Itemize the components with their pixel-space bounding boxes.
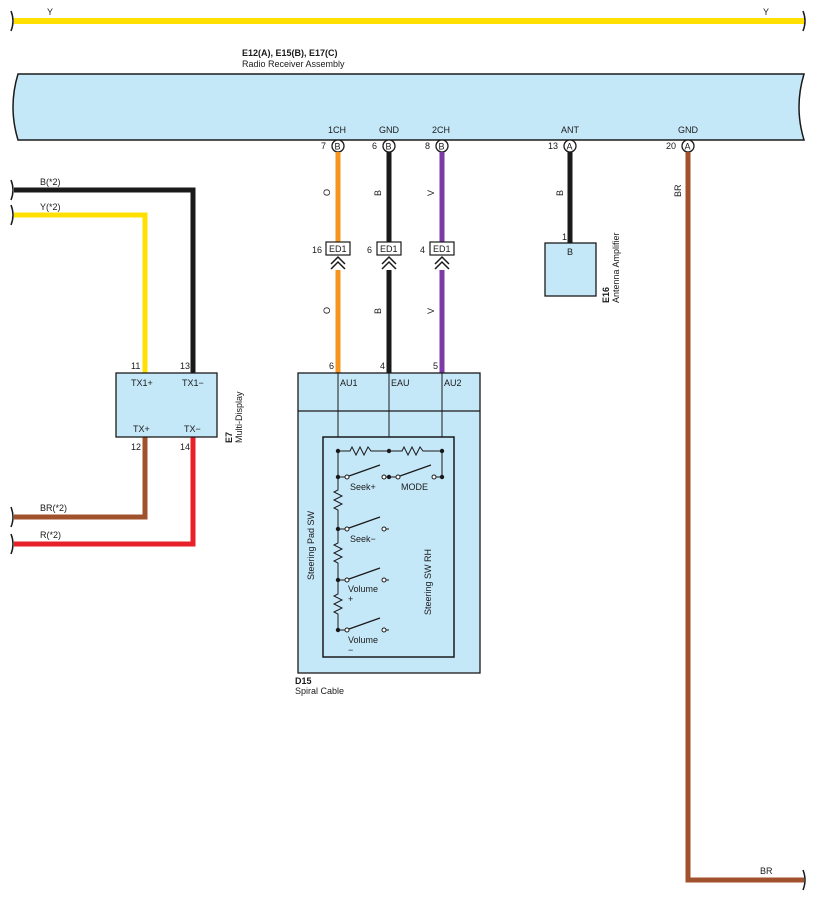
pin-label: GND [678,125,699,135]
md-code: E7 [224,432,234,443]
junction-name: ED1 [380,244,398,254]
junction-ed1-1ch: 16 ED1 [312,241,351,270]
junction-name: ED1 [329,244,347,254]
switch-volume-plus-sign: + [348,594,353,604]
pin-connector: B [439,142,445,152]
spiral-code: D15 [295,676,312,686]
pin-number: 20 [666,141,676,151]
junction-ed1-2ch: 4 ED1 [420,241,455,270]
pin-connector: B [386,142,392,152]
switch-volume-minus-label: Volume [348,635,378,645]
spiral-label-eau: EAU [391,378,410,388]
md-label-txm: TX− [184,424,201,434]
wire-color-ant: B [555,190,565,196]
pin-label: GND [379,125,400,135]
radio-pin-2ch: 2CH 8 B [425,125,450,153]
pin-connector: A [567,142,573,152]
spiral-label-au2: AU2 [444,378,462,388]
steering-pad-switch: Steering Pad SW Steering SW RH Seek+ MOD… [306,436,455,658]
pin-number: 8 [425,141,430,151]
md-label-tx1p: TX1+ [131,378,153,388]
wire-color-bottom-right: BR [760,866,773,876]
switch-volume-plus-label: Volume [348,584,378,594]
wire-color-gnd-lower: B [373,308,383,314]
pin-label: ANT [561,125,580,135]
radio-pin-ant: ANT 13 A [548,125,580,153]
spiral-name: Spiral Cable [295,686,344,696]
junction-pin-number: 4 [420,245,425,255]
steering-pad-label: Steering Pad SW [306,510,316,580]
radio-name-label: Radio Receiver Assembly [242,59,345,69]
switch-volume-minus-sign: − [348,645,353,655]
radio-connectors-label: E12(A), E15(B), E17(C) [242,48,338,58]
antenna-pin: 1 [562,232,567,242]
switch-seek-minus-label: Seek− [350,534,376,544]
antenna-amplifier: B 1 B E16 Antenna Amplifier [544,152,621,303]
antenna-name: Antenna Amplifier [611,232,621,303]
wire-color-2ch-lower: V [426,308,436,314]
switch-seek-plus-label: Seek+ [350,482,376,492]
wire-label-r2: R(*2) [40,530,61,540]
spiral-label-au1: AU1 [340,378,358,388]
spiral-pin-6: 6 [329,361,334,371]
pin-number: 6 [372,141,377,151]
spiral-pin-5: 5 [433,361,438,371]
steering-sw-rh-label: Steering SW RH [423,549,433,615]
left-wires: B(*2) Y(*2) BR(*2) R(*2) [10,177,196,555]
md-pin-11: 11 [131,361,140,371]
radio-pin-gnd20: GND 20 A [666,125,699,153]
antenna-code: E16 [601,287,611,303]
md-pin-13: 13 [180,361,190,371]
wire-label-y2: Y(*2) [40,202,61,212]
top-wire-label-left: Y [47,7,53,17]
wire-color-gnd-upper: B [373,190,383,196]
wire-gnd20-brown: BR BR [673,152,806,891]
spiral-pin-4: 4 [380,361,385,371]
wire-color-gnd20: BR [673,184,683,197]
wire-color-1ch-upper: O [322,189,332,196]
md-label-tx1m: TX1− [182,378,204,388]
top-yellow-wire: Y Y [10,7,806,32]
junction-pin-number: 16 [312,245,322,255]
junction-pin-number: 6 [367,245,372,255]
junction-ed1-gnd: 6 ED1 [367,241,402,270]
wire-label-b2: B(*2) [40,177,61,187]
top-wire-label-right: Y [763,7,769,17]
pin-connector: A [685,142,691,152]
multi-display: 11 13 12 14 TX1+ TX1− TX+ TX− E7 Multi-D… [115,361,244,452]
md-pin-14: 14 [180,442,190,452]
pin-label: 2CH [432,125,450,135]
wire-color-1ch-lower: O [322,307,332,314]
md-name: Multi-Display [234,391,244,443]
junction-name: ED1 [433,244,451,254]
switch-mode-label: MODE [401,482,428,492]
radio-pin-gnd: GND 6 B [372,125,400,153]
wire-color-2ch-upper: V [426,190,436,196]
wire-label-br2: BR(*2) [40,503,67,513]
pin-number: 7 [321,141,326,151]
radio-receiver-assembly: E12(A), E15(B), E17(C) Radio Receiver As… [12,48,806,141]
pin-number: 13 [548,141,558,151]
pin-connector: B [335,142,341,152]
antenna-terminal: B [567,247,573,257]
md-label-txp: TX+ [133,424,150,434]
pin-label: 1CH [328,125,346,135]
md-pin-12: 12 [131,442,141,452]
